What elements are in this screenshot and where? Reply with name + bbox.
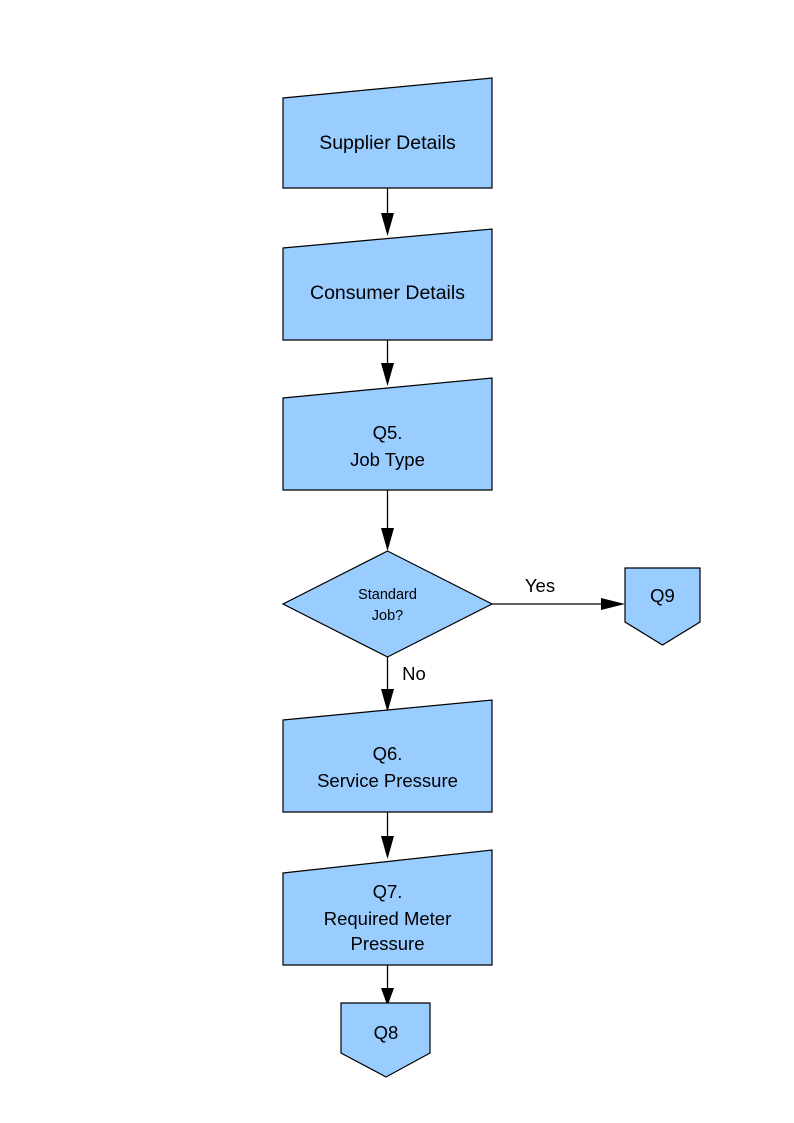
node-supplier-details[interactable]: Supplier Details (282, 77, 493, 189)
node-q8[interactable]: Q8 (340, 1002, 431, 1078)
arrowhead-icon (381, 988, 394, 1006)
node-standard-job-decision[interactable]: Standard Job? (281, 550, 494, 658)
arrowhead-icon (601, 598, 625, 610)
node-shape-skewed-process (282, 849, 493, 966)
node-label-q9: Q9 (650, 585, 675, 606)
arrowhead-icon (381, 689, 394, 712)
node-label-standard-job-line1: Standard (358, 587, 417, 603)
node-q6-service-pressure[interactable]: Q6. Service Pressure (282, 699, 493, 813)
node-shape-pentagon-down (624, 567, 701, 646)
edge-q7-to-q8 (381, 965, 394, 1006)
node-shape-skewed-process (282, 77, 493, 189)
node-shape-decision-diamond (281, 550, 494, 658)
edge-decision-to-q9 (492, 598, 625, 610)
arrowhead-icon (381, 363, 394, 386)
node-shape-pentagon-down (340, 1002, 431, 1078)
node-label-q7-line3: Pressure (350, 933, 424, 954)
edge-supplier-to-consumer (381, 188, 394, 236)
node-label-standard-job-line2: Job? (372, 608, 403, 624)
node-label-q7-line1: Q7. (373, 881, 403, 902)
node-label-q6-line1: Q6. (373, 743, 403, 764)
edge-label-yes: Yes (525, 575, 555, 596)
arrowhead-icon (381, 528, 394, 551)
edge-q6-to-q7 (381, 812, 394, 859)
node-label-consumer-details: Consumer Details (310, 282, 465, 304)
edge-decision-to-q6 (381, 657, 394, 712)
edge-label-no: No (402, 663, 426, 684)
edge-consumer-to-q5 (381, 340, 394, 386)
node-label-q5-line2: Job Type (350, 449, 425, 470)
node-shape-skewed-process (282, 699, 493, 813)
arrowhead-icon (381, 836, 394, 859)
node-label-q7-line2: Required Meter (324, 908, 452, 929)
node-label-q6-line2: Service Pressure (317, 770, 458, 791)
node-label-q8: Q8 (374, 1022, 399, 1043)
node-shape-skewed-process (282, 228, 493, 341)
node-q9[interactable]: Q9 (624, 567, 701, 646)
edge-q5-to-decision (381, 490, 394, 551)
node-label-q5-line1: Q5. (373, 422, 403, 443)
node-label-supplier-details: Supplier Details (319, 132, 456, 154)
node-shape-skewed-process (282, 377, 493, 491)
arrowhead-icon (381, 213, 394, 236)
node-consumer-details[interactable]: Consumer Details (282, 228, 493, 341)
node-q5-job-type[interactable]: Q5. Job Type (282, 377, 493, 491)
node-q7-required-meter-pressure[interactable]: Q7. Required Meter Pressure (282, 849, 493, 966)
